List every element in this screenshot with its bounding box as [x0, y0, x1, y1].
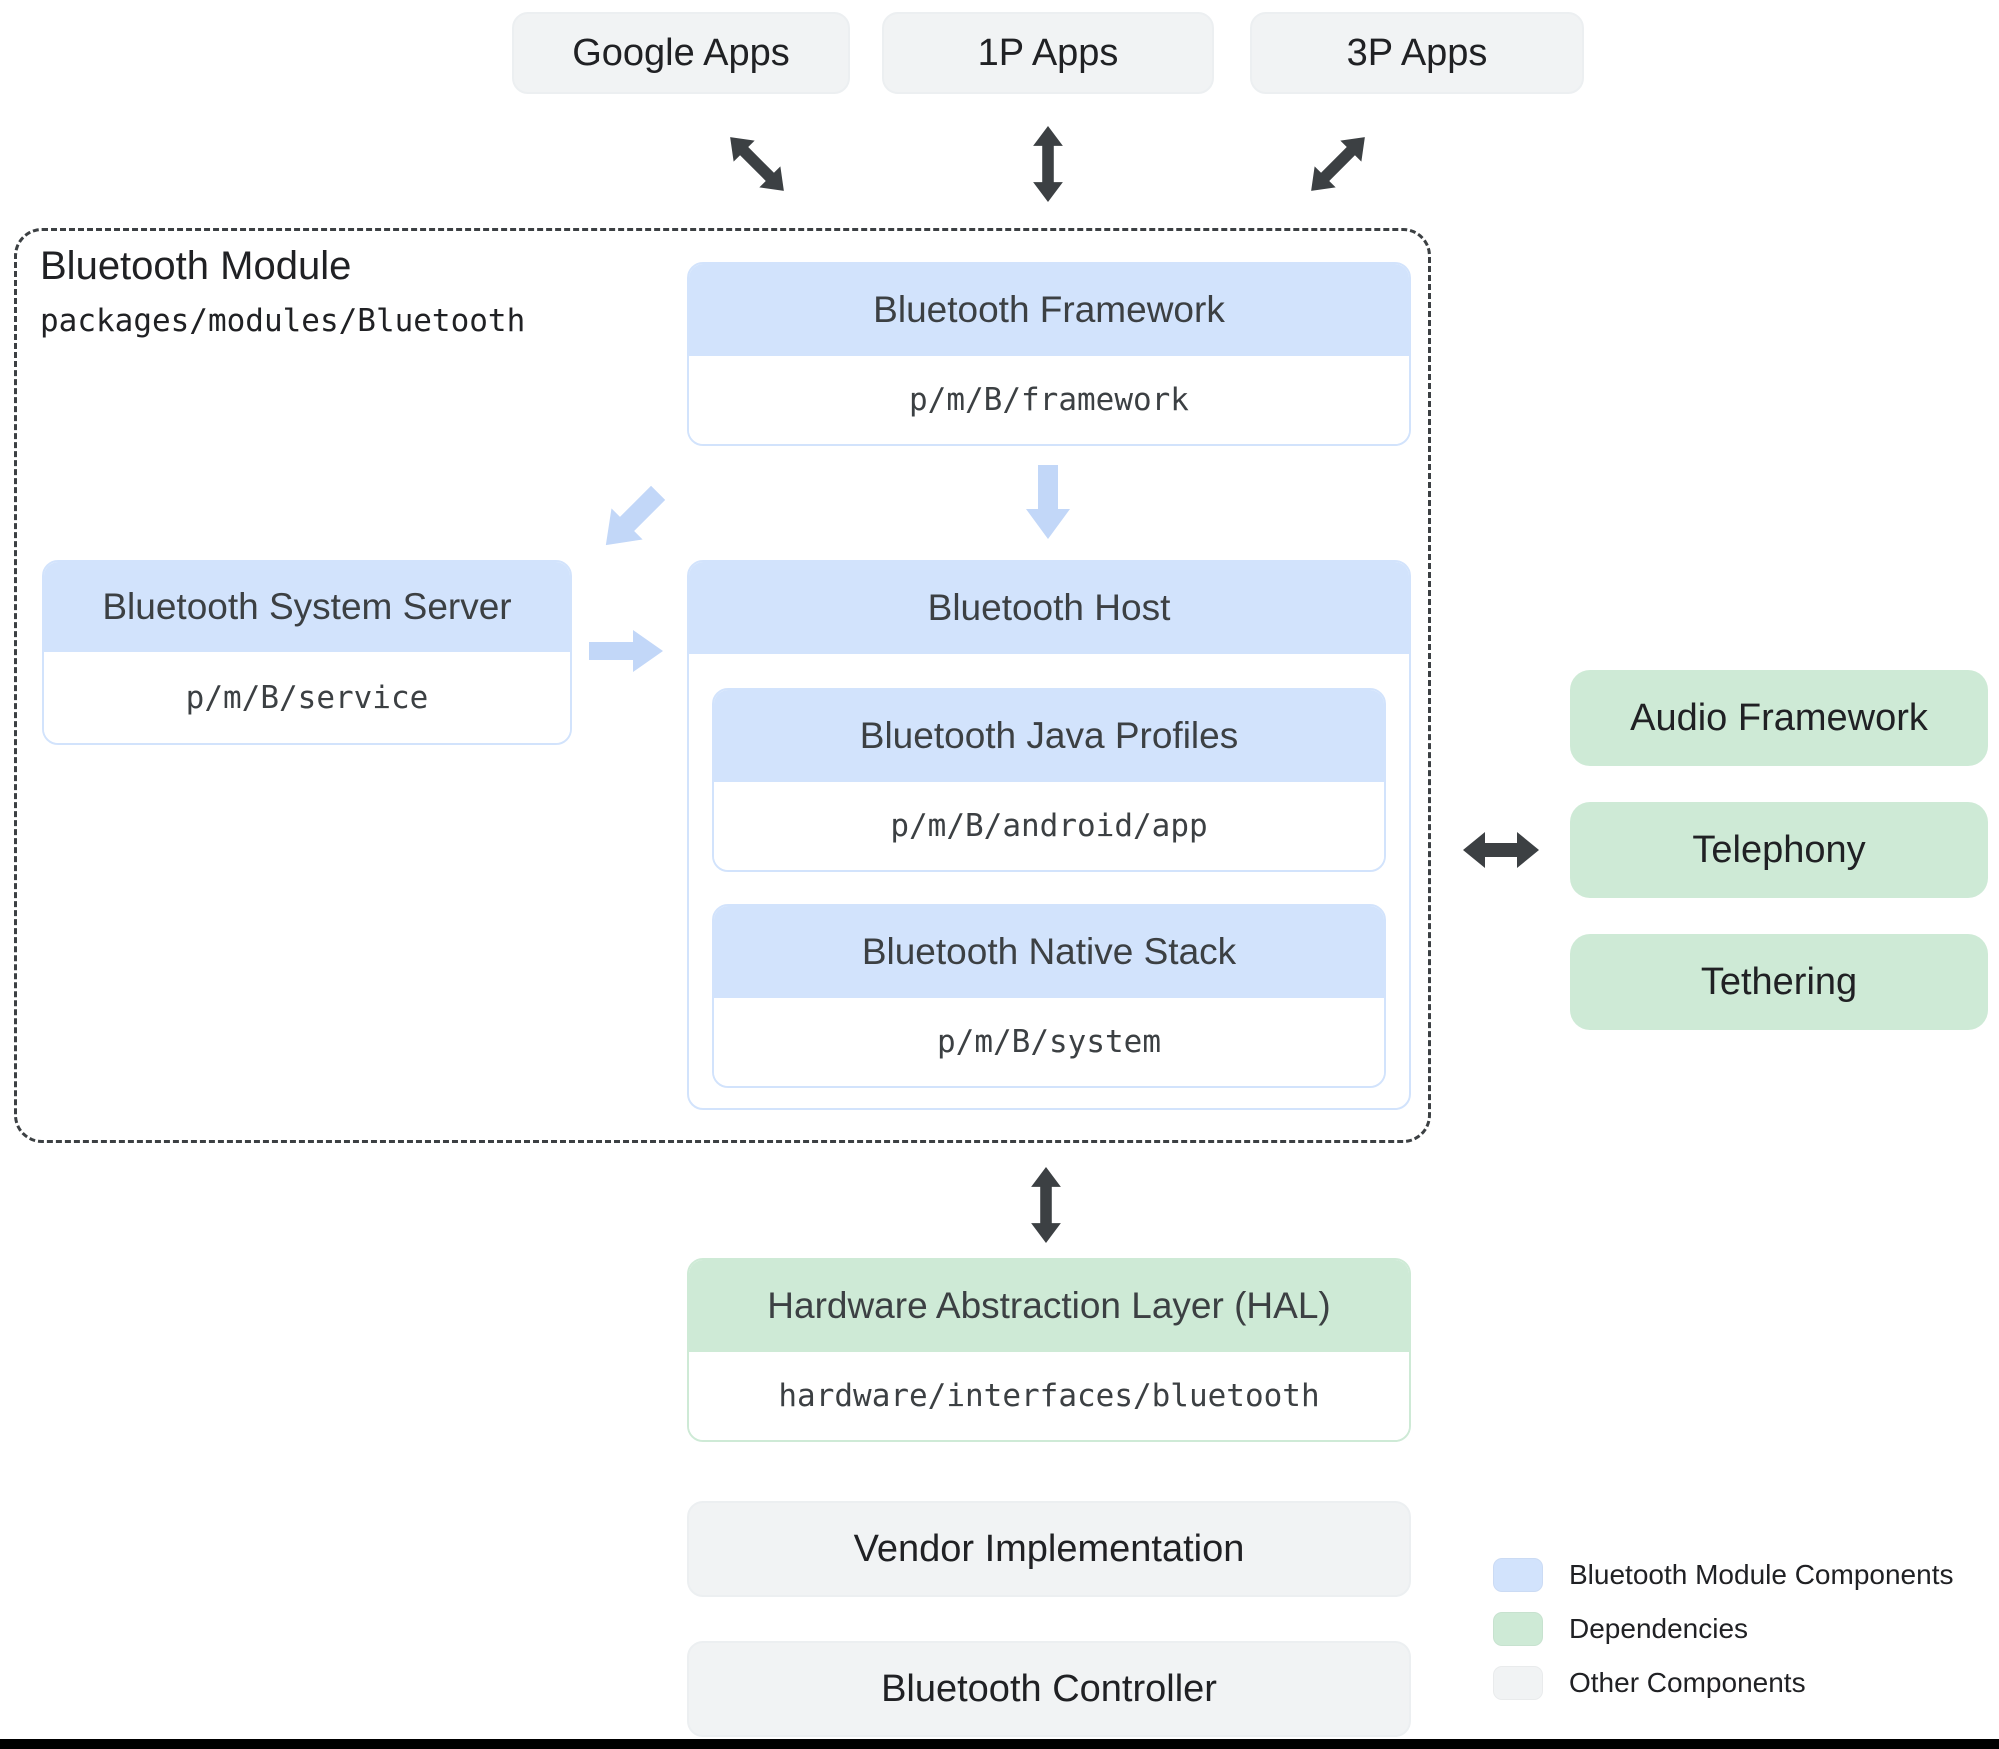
telephony-label: Telephony [1692, 828, 1866, 871]
telephony-box: Telephony [1570, 802, 1988, 898]
3p-apps-box: 3P Apps [1250, 12, 1584, 94]
arrow-3p-apps-module-icon [1283, 109, 1393, 219]
legend-row-other-components: Other Components [1493, 1666, 1806, 1700]
arrow-1p-apps-module-icon [1031, 126, 1065, 202]
arrow-host-dependencies-icon [1463, 832, 1539, 868]
bluetooth-controller-label: Bluetooth Controller [881, 1667, 1217, 1710]
bluetooth-java-profiles-path: p/m/B/android/app [714, 782, 1384, 870]
1p-apps-label: 1P Apps [977, 31, 1119, 74]
arrow-server-to-host-icon [589, 630, 663, 672]
hal-card: Hardware Abstraction Layer (HAL) hardwar… [687, 1258, 1411, 1442]
bluetooth-host-title: Bluetooth Host [689, 562, 1409, 654]
vendor-implementation-box: Vendor Implementation [687, 1501, 1411, 1597]
legend-swatch-green [1493, 1612, 1543, 1646]
bluetooth-framework-title: Bluetooth Framework [689, 264, 1409, 356]
bluetooth-module-path: packages/modules/Bluetooth [40, 303, 526, 339]
legend-label-other-components: Other Components [1569, 1667, 1806, 1698]
audio-framework-box: Audio Framework [1570, 670, 1988, 766]
bluetooth-module-container [14, 228, 1431, 1143]
tethering-label: Tethering [1700, 960, 1858, 1003]
arrow-module-hal-icon [1029, 1167, 1063, 1243]
bluetooth-java-profiles-card: Bluetooth Java Profiles p/m/B/android/ap… [712, 688, 1386, 872]
legend-label-dependencies: Dependencies [1569, 1613, 1749, 1644]
bluetooth-system-server-card: Bluetooth System Server p/m/B/service [42, 560, 572, 745]
google-apps-label: Google Apps [572, 31, 790, 74]
hal-path: hardware/interfaces/bluetooth [689, 1352, 1409, 1440]
bluetooth-controller-box: Bluetooth Controller [687, 1641, 1411, 1737]
tethering-box: Tethering [1570, 934, 1988, 1030]
legend-row-module-components: Bluetooth Module Components [1493, 1558, 1953, 1592]
bluetooth-framework-path: p/m/B/framework [689, 356, 1409, 444]
bluetooth-native-stack-path: p/m/B/system [714, 998, 1384, 1086]
legend-swatch-blue [1493, 1558, 1543, 1592]
bluetooth-framework-card: Bluetooth Framework p/m/B/framework [687, 262, 1411, 446]
hal-title: Hardware Abstraction Layer (HAL) [689, 1260, 1409, 1352]
bluetooth-host-card: Bluetooth Host Bluetooth Java Profiles p… [687, 560, 1411, 1110]
audio-framework-label: Audio Framework [1630, 696, 1928, 739]
arrow-framework-to-host-icon [1026, 465, 1070, 539]
legend-label-module-components: Bluetooth Module Components [1569, 1559, 1954, 1590]
bluetooth-module-title: Bluetooth Module [40, 244, 352, 288]
1p-apps-box: 1P Apps [882, 12, 1214, 94]
bluetooth-java-profiles-title: Bluetooth Java Profiles [714, 690, 1384, 782]
vendor-implementation-label: Vendor Implementation [853, 1527, 1245, 1570]
arrow-google-apps-module-icon [702, 109, 812, 219]
google-apps-box: Google Apps [512, 12, 850, 94]
bluetooth-system-server-path: p/m/B/service [44, 652, 570, 743]
bottom-edge-bar [0, 1739, 1999, 1749]
bluetooth-module-heading: Bluetooth Module packages/modules/Blueto… [40, 244, 525, 339]
bluetooth-native-stack-card: Bluetooth Native Stack p/m/B/system [712, 904, 1386, 1088]
bluetooth-native-stack-title: Bluetooth Native Stack [714, 906, 1384, 998]
legend-swatch-gray [1493, 1666, 1543, 1700]
bluetooth-system-server-title: Bluetooth System Server [44, 562, 570, 652]
arrow-framework-to-server-icon [577, 464, 687, 574]
legend-row-dependencies: Dependencies [1493, 1612, 1748, 1646]
3p-apps-label: 3P Apps [1346, 31, 1488, 74]
